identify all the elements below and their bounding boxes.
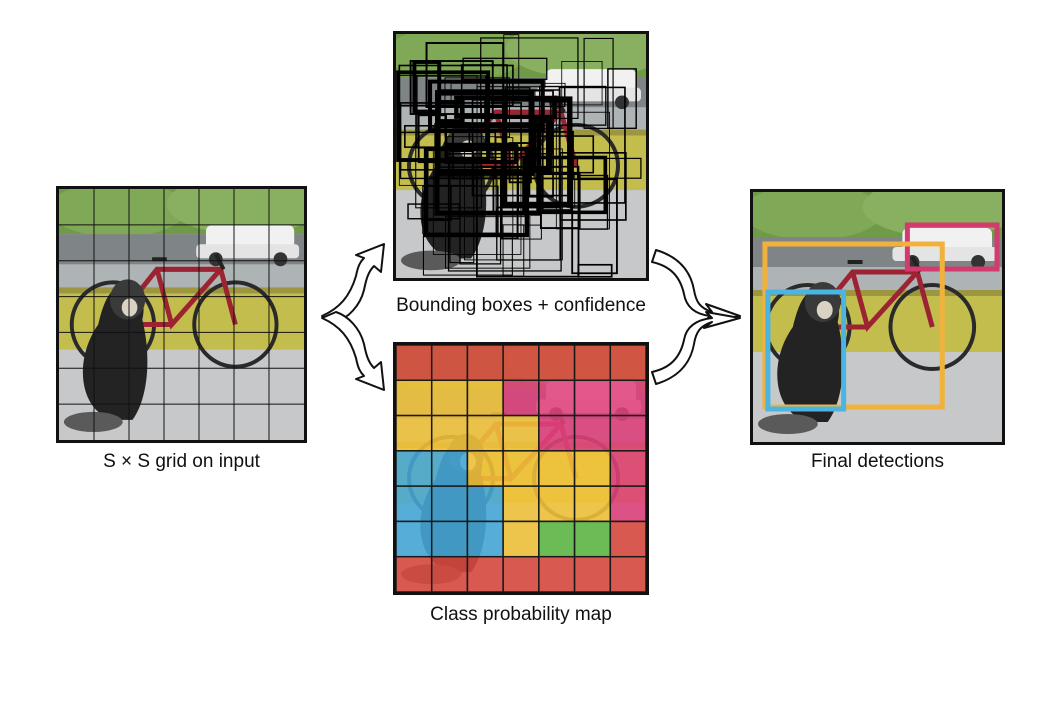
class-cell-yellow	[466, 450, 504, 487]
class-cell-blue	[396, 485, 433, 523]
class-cell-pink	[609, 379, 646, 417]
predicted-box	[423, 146, 530, 238]
predicted-box	[555, 111, 610, 230]
class-cell-pink	[502, 379, 540, 417]
predicted-box	[417, 114, 447, 164]
predicted-box	[454, 95, 557, 119]
predicted-box	[462, 57, 548, 80]
predicted-box	[425, 42, 505, 108]
class-cell-yellow	[573, 450, 612, 487]
bicycle-detection-box	[762, 241, 945, 410]
predicted-box	[412, 60, 442, 114]
class-cell-red	[609, 520, 646, 558]
predicted-box	[495, 137, 514, 235]
class-probability-cells	[396, 345, 646, 592]
class-cell-pink	[573, 379, 612, 417]
final-caption: Final detections	[810, 451, 945, 472]
class-cell-pink	[538, 379, 576, 417]
class-cell-red	[609, 555, 646, 592]
car-detection-box	[904, 222, 1000, 272]
classmap-caption: Class probability map	[430, 604, 612, 625]
arrow-merge-bottom-icon	[651, 311, 741, 385]
class-cell-blue	[430, 450, 469, 487]
predicted-box	[522, 155, 608, 215]
predicted-box	[508, 142, 532, 184]
class-cell-red	[502, 555, 540, 592]
predicted-box	[542, 100, 572, 211]
class-cell-yellow	[538, 485, 576, 523]
arrow-merge-top-icon	[651, 249, 741, 323]
class-cell-pink	[609, 485, 646, 523]
final-detections-panel	[750, 189, 1005, 445]
arrow-up-icon	[321, 243, 385, 323]
class-cell-red	[538, 345, 576, 382]
predicted-box	[607, 68, 637, 130]
boxes-caption: Bounding boxes + confidence	[396, 295, 646, 316]
predicted-box	[577, 263, 613, 278]
grid-caption: S × S grid on input	[103, 451, 260, 472]
predicted-box	[559, 152, 627, 221]
class-cell-red	[466, 345, 504, 382]
predicted-box	[399, 131, 496, 180]
class-cell-pink	[609, 414, 646, 452]
predicted-box	[496, 171, 576, 208]
dog-detection-box	[765, 289, 847, 412]
predicted-box	[583, 37, 614, 129]
arrow-down-icon	[321, 311, 385, 391]
input-grid-panel	[56, 186, 307, 443]
predicted-box	[571, 178, 618, 275]
class-cell-red	[430, 345, 469, 382]
grid-lines	[59, 189, 304, 440]
predicted-box	[415, 102, 482, 209]
predicted-box	[492, 166, 520, 214]
class-cell-blue	[396, 520, 433, 558]
class-cell-blue	[430, 520, 469, 558]
predicted-box	[445, 216, 531, 269]
bounding-boxes-panel	[393, 31, 649, 281]
class-probability-panel	[393, 342, 649, 595]
predicted-box	[409, 60, 494, 115]
class-cell-yellow	[430, 379, 469, 417]
predicted-box	[538, 85, 607, 126]
predicted-box	[502, 224, 525, 277]
class-cell-blue	[430, 485, 469, 523]
predicted-boxes	[396, 34, 642, 278]
class-cell-red	[573, 345, 612, 382]
class-cell-blue	[466, 520, 504, 558]
class-cell-red	[609, 345, 646, 382]
